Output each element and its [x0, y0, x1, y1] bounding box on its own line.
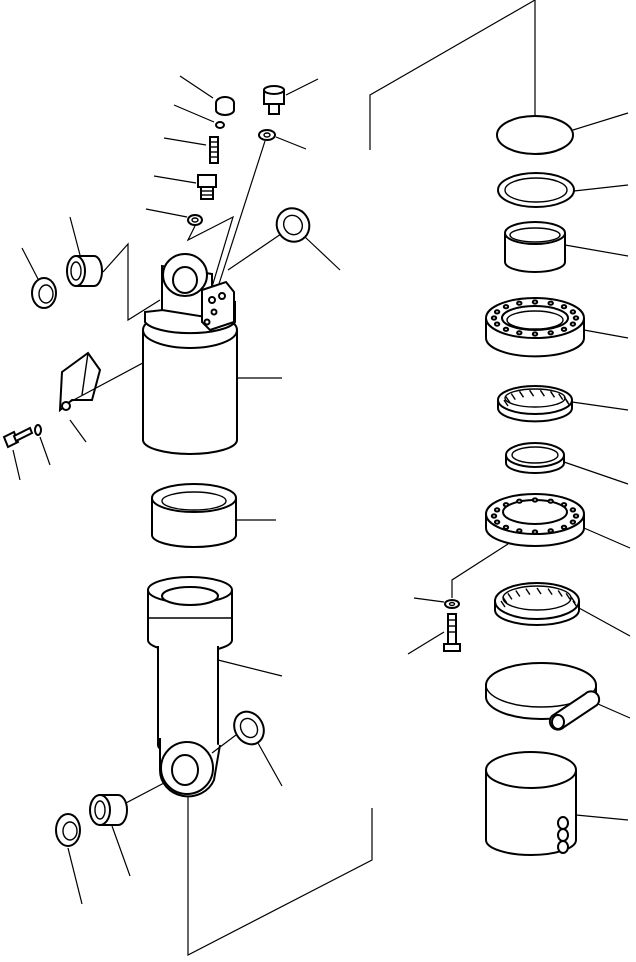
bolt-hole: [516, 528, 523, 534]
roller: [572, 600, 578, 608]
bushing-upper-left: [66, 216, 161, 322]
bolt-hole: [569, 309, 577, 315]
roller: [539, 389, 545, 397]
bolt-hole: [493, 507, 501, 513]
roller: [500, 600, 506, 608]
bolt-left: [2, 426, 34, 481]
washer-small: [145, 208, 234, 288]
bolt-hole: [502, 524, 510, 530]
bolt-hole: [569, 519, 577, 525]
bolt-hole: [502, 326, 510, 332]
roller: [529, 389, 535, 397]
dust-seal-lower-left: [55, 813, 83, 905]
roller: [505, 396, 511, 403]
bolt-hole: [560, 326, 568, 332]
bolt-hole: [516, 300, 523, 306]
roller: [515, 590, 521, 597]
bolt-holes: [490, 299, 580, 337]
roller: [570, 596, 576, 604]
washer-right: [413, 597, 460, 609]
screw-right: [407, 613, 461, 655]
tapered-roller-bearing: [497, 385, 629, 423]
piston-rod: [147, 576, 283, 798]
bolt-hole: [516, 498, 523, 504]
seal-case: [451, 493, 631, 598]
bearing-cup: [494, 582, 631, 637]
roller: [518, 390, 525, 398]
bolt-hole: [493, 309, 501, 315]
backup-ring: [497, 172, 629, 208]
roller: [525, 588, 531, 595]
bolt-hole: [547, 498, 554, 504]
bolt-hole: [531, 497, 539, 503]
bolt-hole: [547, 330, 554, 336]
bolt-hole: [502, 304, 510, 310]
bolt-hole: [531, 299, 539, 305]
roller: [549, 390, 556, 398]
bearing-flange: [485, 297, 629, 358]
roller: [557, 590, 563, 597]
assembly-leader-bottom: [187, 792, 373, 956]
roller: [558, 393, 564, 400]
bolt-hole: [572, 315, 580, 321]
bolt-hole: [569, 321, 577, 327]
wear-ring: [151, 483, 276, 548]
relief-valve: [153, 174, 217, 200]
dust-seal-lower-right: [211, 710, 283, 787]
bolt-hole: [531, 331, 539, 337]
inner-race: [505, 442, 629, 485]
bearing-rollers: [500, 587, 578, 608]
bolt-hole: [531, 529, 539, 535]
roller: [565, 399, 571, 407]
roller: [565, 593, 571, 600]
bolt-hole: [560, 304, 568, 310]
bolt-hole: [547, 300, 554, 306]
o-ring-small: [173, 104, 225, 129]
bolt-hole: [493, 321, 501, 327]
clamp-band: [485, 662, 631, 731]
dust-seal-upper-right: [227, 207, 341, 271]
bolt-hole: [493, 519, 501, 525]
cover-guard: [485, 751, 629, 856]
roller: [547, 588, 553, 595]
bolt-holes: [490, 497, 580, 535]
bolt-top: [263, 78, 319, 115]
grease-fitting: [163, 136, 219, 164]
roller: [536, 587, 542, 595]
sleeve: [504, 221, 629, 273]
bolt-hole: [516, 330, 523, 336]
roller: [507, 593, 513, 600]
dust-seal-upper-left: [21, 247, 57, 309]
cylinder-head: [142, 253, 282, 455]
plug: [179, 75, 235, 116]
bolt-hole: [560, 502, 568, 508]
bearing-rollers: [503, 389, 571, 407]
bushing-lower-left: [89, 782, 165, 877]
o-ring-large: [496, 0, 629, 155]
assembly-leader-top: [369, 0, 536, 150]
bolt-hole: [490, 513, 498, 519]
bolt-hole: [490, 315, 498, 321]
roller: [510, 393, 516, 400]
washer-left: [34, 424, 51, 466]
bolt-hole: [560, 524, 568, 530]
bolt-hole: [572, 513, 580, 519]
washer-top: [217, 129, 307, 288]
roller: [502, 596, 508, 604]
bolt-hole: [502, 502, 510, 508]
bolt-hole: [569, 507, 577, 513]
bolt-hole: [547, 528, 554, 534]
roller: [503, 399, 509, 407]
